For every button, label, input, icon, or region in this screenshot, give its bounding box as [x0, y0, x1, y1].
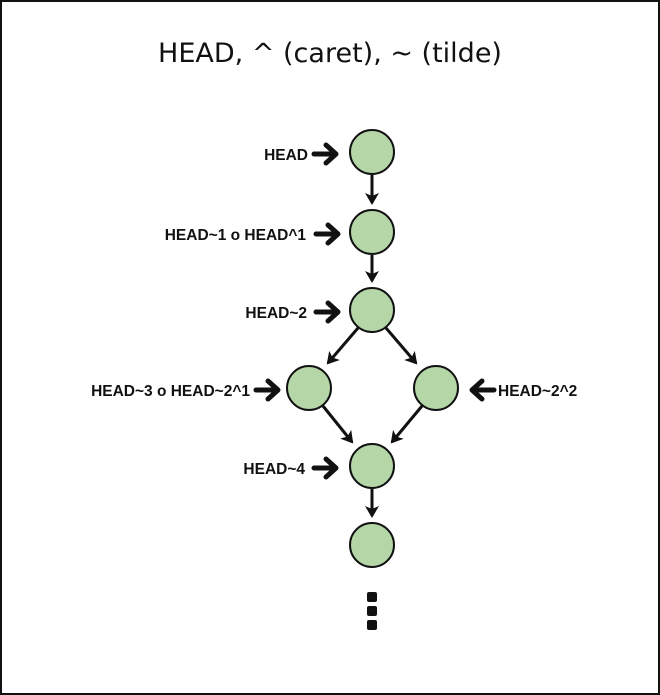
edge-head2-to-head22 — [384, 327, 418, 365]
label-head1: HEAD~1 o HEAD^1 — [165, 227, 307, 244]
commit-node-head[interactable] — [349, 129, 395, 175]
edge-head22-to-head4 — [390, 405, 424, 444]
vertical-ellipsis-icon — [367, 592, 377, 630]
label-head2: HEAD~2 — [245, 305, 307, 322]
edge-head3-to-head4 — [321, 405, 354, 444]
commit-node-next[interactable] — [349, 522, 395, 568]
commit-node-head1[interactable] — [349, 209, 395, 255]
commit-node-head22[interactable] — [413, 365, 459, 411]
commit-node-head4[interactable] — [349, 443, 395, 489]
commit-node-head2[interactable] — [349, 287, 395, 333]
label-head: HEAD — [264, 147, 308, 164]
label-head22: HEAD~2^2 — [498, 383, 577, 400]
diagram-title: HEAD, ^ (caret), ~ (tilde) — [158, 38, 502, 69]
edge-head2-to-head3 — [326, 327, 360, 365]
label-head3: HEAD~3 o HEAD~2^1 — [91, 383, 250, 400]
pointer-arrow-icon — [253, 142, 497, 480]
label-head4: HEAD~4 — [243, 461, 305, 478]
commit-node-head3[interactable] — [286, 365, 332, 411]
